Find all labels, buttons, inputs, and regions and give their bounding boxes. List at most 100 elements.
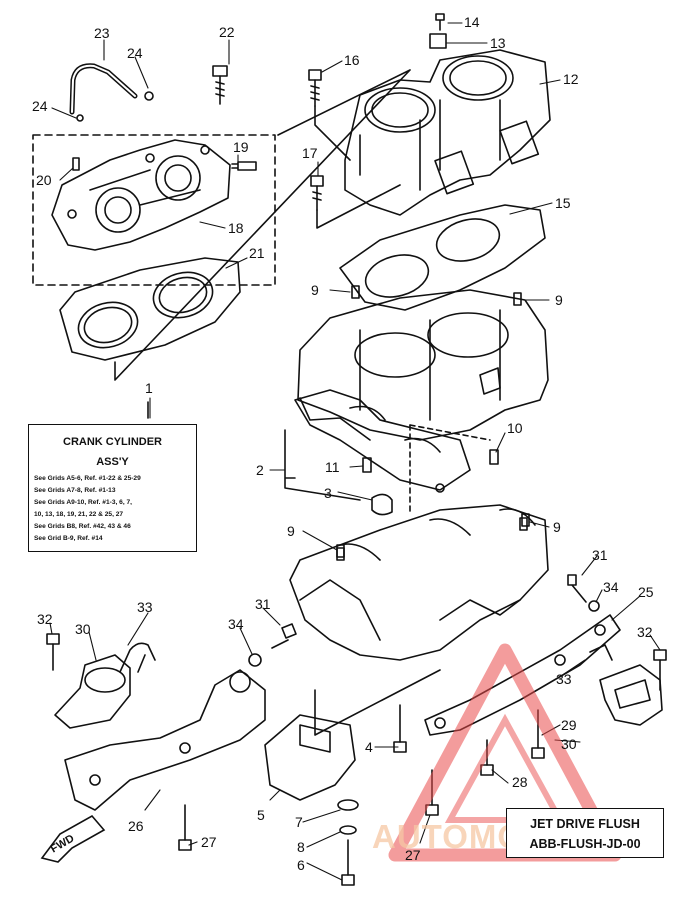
callout-18: 18 [228, 220, 244, 236]
part-7-washer [337, 799, 359, 811]
crank-cylinder-reference-box: CRANK CYLINDER ASS'Y See Grids A5-6, Ref… [28, 424, 197, 552]
callout-16: 16 [344, 52, 360, 68]
part-8-washer [339, 825, 357, 835]
part-17-bolt [310, 175, 324, 211]
part-22-bolt [212, 65, 228, 105]
part-6-bolt [341, 839, 355, 886]
callout-14: 14 [464, 14, 480, 30]
part-32-bolt-left [46, 633, 60, 671]
callout-9-lower-left: 9 [287, 523, 295, 539]
part-18-head-cover [51, 139, 231, 251]
leader-lines [49, 22, 661, 881]
part-2-bracket [284, 429, 361, 501]
callout-9-upper-right: 9 [555, 292, 563, 308]
callout-8: 8 [297, 839, 305, 855]
part-16-bolt [308, 69, 322, 107]
part-3-bearing [371, 493, 393, 516]
part-24-clip-a [144, 91, 154, 101]
callout-33-right: 33 [556, 671, 572, 687]
callout-13: 13 [490, 35, 506, 51]
callout-34-right: 34 [603, 579, 619, 595]
part-5-engine-mount-center [264, 714, 356, 801]
callout-28: 28 [512, 774, 528, 790]
part-31-bolt-right [567, 574, 587, 603]
part-34-washer-right [588, 600, 600, 612]
reference-line: See Grids A9-10, Ref. #1-3, 6, 7, [34, 499, 132, 506]
part-9-dowel-d [521, 513, 530, 527]
callout-20: 20 [36, 172, 52, 188]
callout-2: 2 [256, 462, 264, 478]
callout-23: 23 [94, 25, 110, 41]
callout-11: 11 [325, 459, 340, 475]
callout-27-left: 27 [201, 834, 217, 850]
callout-32-left: 32 [37, 611, 53, 627]
reference-box-title: CRANK CYLINDER [63, 436, 162, 448]
forward-arrow [40, 814, 106, 863]
callout-32-right: 32 [637, 624, 653, 640]
part-30-engine-mount-right [599, 664, 663, 726]
callout-6: 6 [297, 857, 305, 873]
part-10-dowel [489, 449, 499, 465]
callout-10: 10 [507, 420, 523, 436]
part-30-engine-mount-left [54, 654, 131, 729]
callout-17: 17 [302, 145, 318, 161]
part-4-bolt [393, 704, 407, 753]
part-9-dowel-a [351, 285, 360, 299]
reference-box-subtitle: ASS'Y [96, 456, 129, 468]
watermark-triangle [388, 643, 622, 862]
flush-box-code: ABB-FLUSH-JD-00 [529, 837, 641, 851]
upper-crankcase [294, 389, 471, 493]
callout-29: 29 [561, 717, 577, 733]
head-subassembly-dashed-frame [32, 134, 276, 286]
callout-24-left: 24 [32, 98, 48, 114]
callout-30-left: 30 [75, 621, 91, 637]
part-11-pin [362, 457, 372, 473]
callout-3: 3 [324, 485, 332, 501]
callout-4: 4 [365, 739, 373, 755]
reference-line: 10, 13, 18, 19, 21, 22 & 25, 27 [34, 511, 124, 518]
reference-line: See Grids A7-8, Ref. #1-13 [34, 487, 116, 494]
callout-22: 22 [219, 24, 235, 40]
part-14-screw [435, 13, 445, 31]
callout-9-upper-left: 9 [311, 282, 319, 298]
part-26-bracket [64, 669, 266, 811]
callout-19: 19 [233, 139, 249, 155]
callout-33-left: 33 [137, 599, 153, 615]
part-13-clip [429, 33, 447, 49]
callout-26: 26 [128, 818, 144, 834]
part-27-bolt-left [178, 804, 192, 851]
jet-drive-flush-box: JET DRIVE FLUSH ABB-FLUSH-JD-00 [506, 808, 664, 858]
flush-box-title: JET DRIVE FLUSH [530, 817, 640, 831]
part-31-bolt-left [271, 623, 297, 649]
part-15-base-gasket [339, 204, 546, 311]
reference-line: See Grids B8, Ref. #42, 43 & 46 [34, 523, 131, 530]
callout-15: 15 [555, 195, 571, 211]
reference-line: See Grids A5-6, Ref. #1-22 & 25-29 [34, 475, 141, 482]
lower-crankcase [289, 504, 549, 661]
cylinder-block [297, 289, 549, 441]
callout-1: 1 [145, 380, 153, 396]
callout-31-left: 31 [255, 596, 271, 612]
assembly-bracket [114, 69, 411, 381]
part-21-head-gasket [59, 257, 241, 361]
callout-21: 21 [249, 245, 265, 261]
callout-27-right: 27 [405, 847, 421, 863]
callout-9-lower-right: 9 [553, 519, 561, 535]
part-34-washer-left [248, 653, 262, 667]
callout-34-left: 34 [228, 616, 244, 632]
callout-25: 25 [638, 584, 654, 600]
callout-30-right: 30 [561, 736, 577, 752]
callout-31-right: 31 [592, 547, 608, 563]
part-33-hose-clip-left [119, 642, 156, 673]
part-20-stud [72, 157, 80, 171]
callout-24-top: 24 [127, 45, 143, 61]
callout-7: 7 [295, 814, 303, 830]
part-19-fitting [231, 161, 257, 171]
part-33-hose-clip-right [589, 644, 613, 661]
part-12-cylinder-head [344, 49, 551, 216]
callout-12: 12 [563, 71, 579, 87]
reference-line: See Grid B-9, Ref. #14 [34, 535, 103, 542]
part-24-clip-b [76, 114, 84, 122]
